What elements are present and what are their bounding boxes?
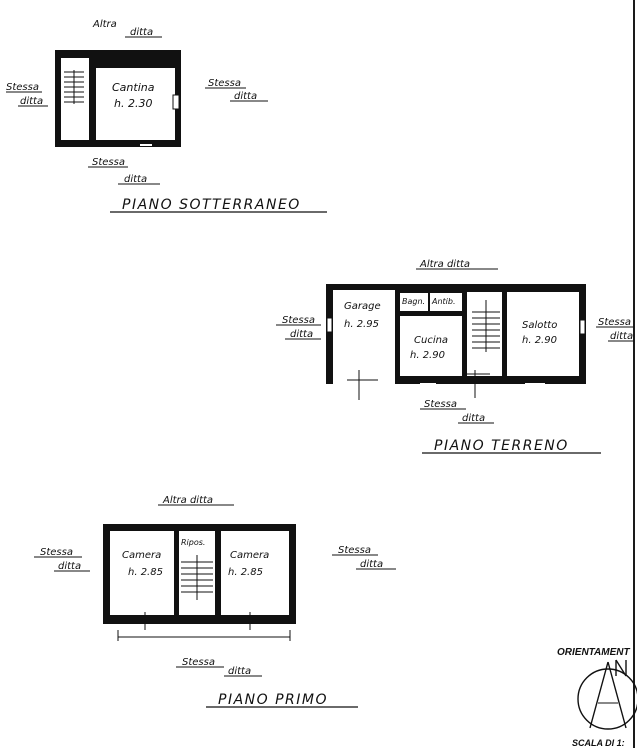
ground-west-neighbor-2: ditta <box>290 329 313 340</box>
garage-label: Garage <box>344 301 381 312</box>
cantina-height: h. 2.30 <box>114 97 152 110</box>
ground-west-neighbor-1: Stessa <box>282 315 315 326</box>
bagno-label: Bagn. <box>402 297 425 306</box>
basement-stair-room <box>61 58 89 140</box>
salotto-height: h. 2.90 <box>522 335 557 346</box>
basement-east-neighbor-1: Stessa <box>208 78 241 89</box>
basement-title: PIANO SOTTERRANEO <box>122 197 301 213</box>
cantina-label: Cantina <box>112 81 155 94</box>
first-south-neighbor-2: ditta <box>228 666 251 677</box>
antibagno-room <box>430 293 462 311</box>
basement-stair-icon <box>64 70 84 104</box>
camera-1-height: h. 2.85 <box>128 567 163 578</box>
basement-west-neighbor-2: ditta <box>20 96 43 107</box>
garage-window <box>326 317 333 333</box>
legend: ORIENTAMENT SCALA DI 1: <box>557 647 637 748</box>
basement-cantina-room <box>96 68 175 140</box>
basement-north-neighbor-1: Altra <box>92 19 117 30</box>
scale-label: SCALA DI 1: <box>572 738 625 748</box>
ground-south-neighbor-1: Stessa <box>424 399 457 410</box>
cucina-label: Cucina <box>414 335 448 346</box>
ground-plan: Garage h. 2.95 Bagn. Antib. Cucina h. 2.… <box>276 259 634 454</box>
camera-2-height: h. 2.85 <box>228 567 263 578</box>
first-east-neighbor-1: Stessa <box>338 545 371 556</box>
first-title: PIANO PRIMO <box>218 692 328 708</box>
first-west-neighbor-1: Stessa <box>40 547 73 558</box>
cucina-height: h. 2.90 <box>410 350 445 361</box>
salotto-room <box>507 292 579 376</box>
ripostiglio-label: Ripos. <box>181 538 205 547</box>
bagno-room <box>400 293 428 311</box>
basement-south-neighbor-1: Stessa <box>92 157 125 168</box>
camera-1-room <box>110 531 174 615</box>
first-south-neighbor-1: Stessa <box>182 657 215 668</box>
ground-stair-icon <box>472 300 500 352</box>
salotto-label: Salotto <box>522 320 557 331</box>
camera-2-label: Camera <box>230 550 269 561</box>
ground-north-neighbor: Altra ditta <box>419 259 470 270</box>
ground-south-neighbor-2: ditta <box>462 413 485 424</box>
basement-east-neighbor-2: ditta <box>234 91 257 102</box>
camera-1-label: Camera <box>122 550 161 561</box>
ground-stair-room <box>467 292 502 376</box>
ground-title: PIANO TERRENO <box>434 438 569 454</box>
first-west-neighbor-2: ditta <box>58 561 81 572</box>
ground-east-neighbor-1: Stessa <box>598 317 631 328</box>
basement-south-neighbor-2: ditta <box>124 174 147 185</box>
basement-window <box>172 94 180 110</box>
basement-north-neighbor-2: ditta <box>130 27 153 38</box>
antibagno-label: Antib. <box>431 297 456 306</box>
north-arrow-icon <box>577 659 637 730</box>
first-floor-plan: Camera h. 2.85 Ripos. Camera h. 2.85 Alt… <box>34 495 396 708</box>
basement-west-neighbor-1: Stessa <box>6 82 39 93</box>
garage-height: h. 2.95 <box>344 319 379 330</box>
garage-room <box>333 290 395 384</box>
basement-plan: Cantina h. 2.30 Altra ditta Stessa ditta… <box>6 19 327 213</box>
first-north-neighbor: Altra ditta <box>162 495 213 506</box>
camera-2-room <box>221 531 289 615</box>
first-east-neighbor-2: ditta <box>360 559 383 570</box>
first-stair-icon <box>181 555 213 600</box>
salotto-window <box>579 319 586 335</box>
ground-east-neighbor-2: ditta <box>610 331 633 342</box>
orientation-label: ORIENTAMENT <box>557 647 630 658</box>
cucina-room <box>400 316 462 376</box>
